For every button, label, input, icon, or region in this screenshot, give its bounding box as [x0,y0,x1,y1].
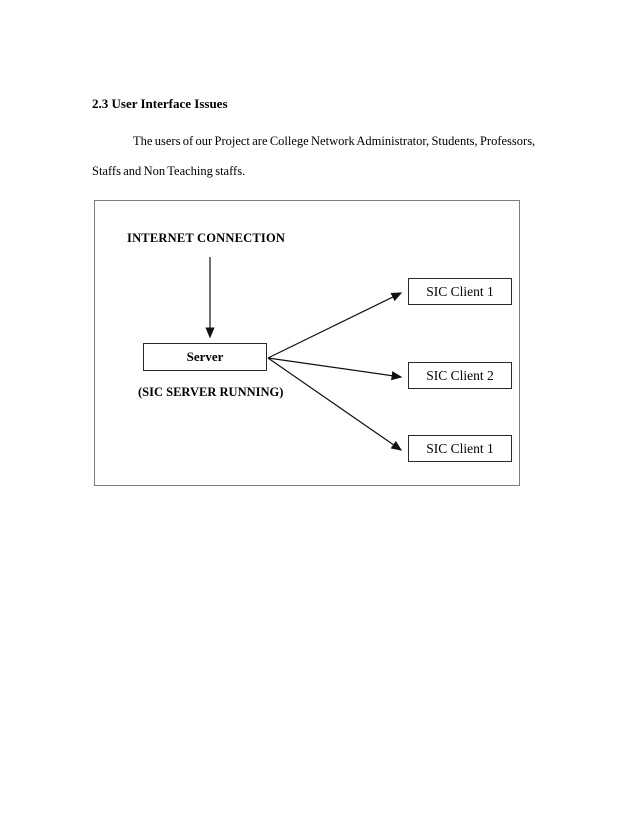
client-label: SIC Client 1 [426,283,494,299]
client-box-2: SIC Client 2 [408,362,512,389]
section-heading: 2.3 User Interface Issues [92,96,228,111]
client-box-3: SIC Client 1 [408,435,512,462]
server-box: Server [143,343,267,371]
client-label: SIC Client 2 [426,367,494,383]
paragraph-line: The users of our Project are College Net… [133,134,536,148]
arrow-server-to-client-2 [267,357,403,381]
arrow-server-to-client-1 [267,292,403,359]
internet-connection-label: INTERNET CONNECTION [127,231,286,245]
server-label: Server [186,349,224,364]
arrow-server-to-client-3 [267,357,403,451]
network-diagram-frame: INTERNET CONNECTION Server (SIC SERVER R… [94,200,520,486]
body-paragraph: The users of our Project are College Net… [92,126,567,186]
client-box-1: SIC Client 1 [408,278,512,305]
client-label: SIC Client 1 [426,440,494,456]
server-caption: (SIC SERVER RUNNING) [138,385,284,399]
paragraph-line: Staffs and Non Teaching staffs. [92,164,246,178]
